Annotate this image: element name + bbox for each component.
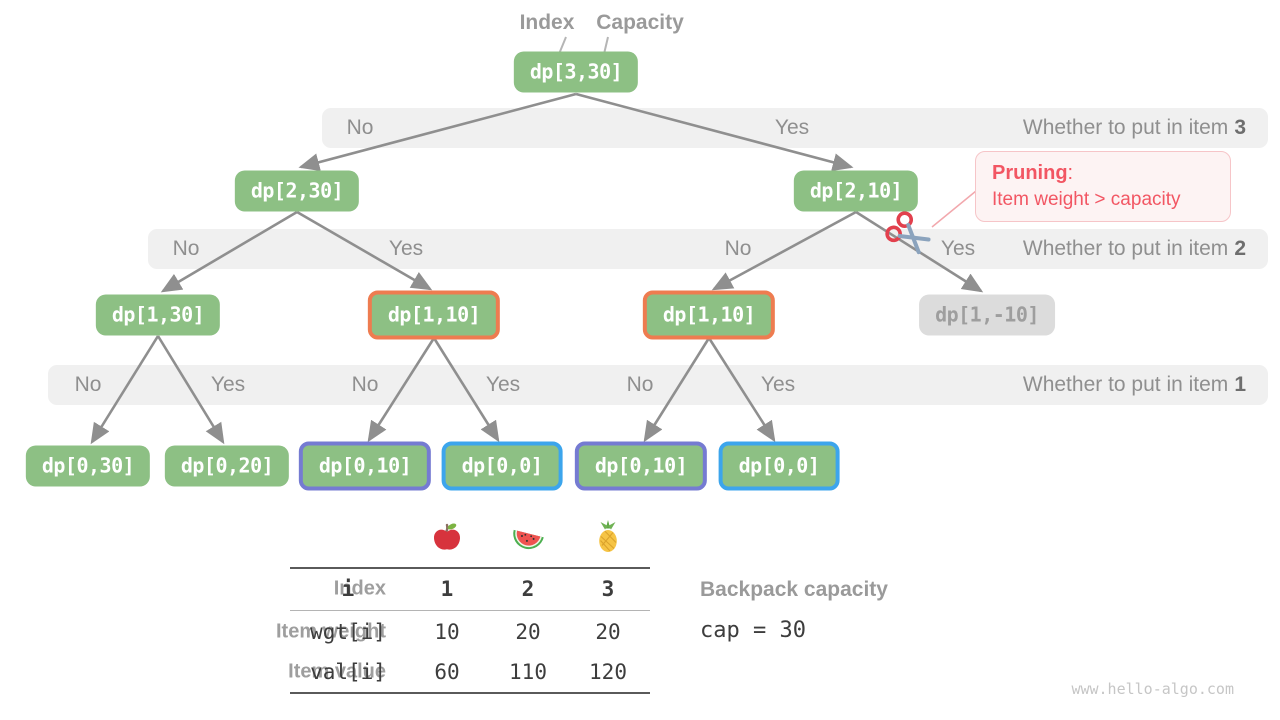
cell: 1 xyxy=(440,577,454,601)
row-label: Item value xyxy=(288,660,386,683)
node-dp-0-0-highlighted: dp[0,0] xyxy=(718,441,840,491)
table-row-index: Index i 1 2 3 xyxy=(118,569,678,609)
table-rule-middle xyxy=(290,610,650,611)
cell: 110 xyxy=(509,660,547,684)
table-row-weight: Item weight wgt[i] 10 20 20 xyxy=(118,612,678,652)
pruning-title-text: Pruning xyxy=(992,162,1068,184)
branch-label-yes: Yes xyxy=(388,237,424,260)
watermark: www.hello-algo.com xyxy=(1071,680,1234,698)
backpack-capacity-label: Backpack capacity xyxy=(700,578,888,601)
branch-label-yes: Yes xyxy=(485,373,521,396)
branch-label-yes: Yes xyxy=(760,373,796,396)
apple-icon xyxy=(429,519,465,560)
node-dp-0-10-highlighted: dp[0,10] xyxy=(298,441,432,491)
row-header-cell: i xyxy=(341,577,355,601)
bar-question-text: Whether to put in item xyxy=(1022,116,1229,139)
capacity-header-label: Capacity xyxy=(596,11,684,34)
cell: 20 xyxy=(595,620,621,644)
pruning-title-colon: : xyxy=(1067,162,1074,184)
node-dp-1-neg10-pruned: dp[1,-10] xyxy=(919,294,1055,336)
cell: 20 xyxy=(515,620,541,644)
row-label: Index xyxy=(333,577,386,600)
backpack-capacity-value: cap = 30 xyxy=(700,618,806,643)
pruning-callout: Pruning: Item weight > capacity xyxy=(975,151,1231,222)
decision-bar-item-1: No Yes No Yes No Yes Whether to put in i… xyxy=(48,365,1268,405)
node-dp-3-30: dp[3,30] xyxy=(513,51,639,93)
cell: 2 xyxy=(521,577,535,601)
row-header-cell: val[i] xyxy=(310,660,386,684)
branch-label-yes: Yes xyxy=(210,373,246,396)
branch-label-yes: Yes xyxy=(774,116,810,139)
bar-question-item-number: 3 xyxy=(1234,116,1246,139)
branch-label-no: No xyxy=(346,116,374,139)
table-row-value: Item value val[i] 60 110 120 xyxy=(118,652,678,692)
index-header-label: Index xyxy=(519,11,575,34)
cell: 3 xyxy=(601,577,615,601)
pineapple-icon xyxy=(590,519,626,560)
row-header-cell: wgt[i] xyxy=(310,620,386,644)
cell: 60 xyxy=(434,660,460,684)
table-rule-top xyxy=(290,567,650,569)
pruning-description: Item weight > capacity xyxy=(992,189,1181,210)
cell: 120 xyxy=(589,660,627,684)
branch-label-no: No xyxy=(351,373,379,396)
scissors-icon xyxy=(885,211,931,255)
bar-question-text: Whether to put in item xyxy=(1022,373,1229,396)
cell: 10 xyxy=(434,620,460,644)
bar-question-text: Whether to put in item xyxy=(1022,237,1229,260)
node-dp-1-10-highlighted: dp[1,10] xyxy=(367,290,501,340)
node-dp-0-0-highlighted: dp[0,0] xyxy=(441,441,563,491)
fruits-row xyxy=(118,513,678,561)
node-dp-1-10-highlighted: dp[1,10] xyxy=(642,290,776,340)
bar-question-item-number: 2 xyxy=(1234,237,1246,260)
watermelon-icon xyxy=(509,518,547,561)
node-dp-0-10-highlighted: dp[0,10] xyxy=(574,441,708,491)
node-dp-2-30: dp[2,30] xyxy=(234,170,360,212)
bar-question-item-number: 1 xyxy=(1234,373,1246,396)
table-rule-bottom xyxy=(290,692,650,694)
items-table: Index i 1 2 3 Item weight wgt[i] 10 20 2… xyxy=(118,513,678,703)
node-dp-0-20: dp[0,20] xyxy=(164,445,290,487)
node-dp-2-10: dp[2,10] xyxy=(793,170,919,212)
row-label: Item weight xyxy=(275,620,386,643)
branch-label-yes: Yes xyxy=(940,237,976,260)
pruning-title: Pruning: xyxy=(992,160,1214,186)
node-dp-1-30: dp[1,30] xyxy=(95,294,221,336)
node-dp-0-30: dp[0,30] xyxy=(25,445,151,487)
branch-label-no: No xyxy=(724,237,752,260)
branch-label-no: No xyxy=(74,373,102,396)
branch-label-no: No xyxy=(626,373,654,396)
branch-label-no: No xyxy=(172,237,200,260)
